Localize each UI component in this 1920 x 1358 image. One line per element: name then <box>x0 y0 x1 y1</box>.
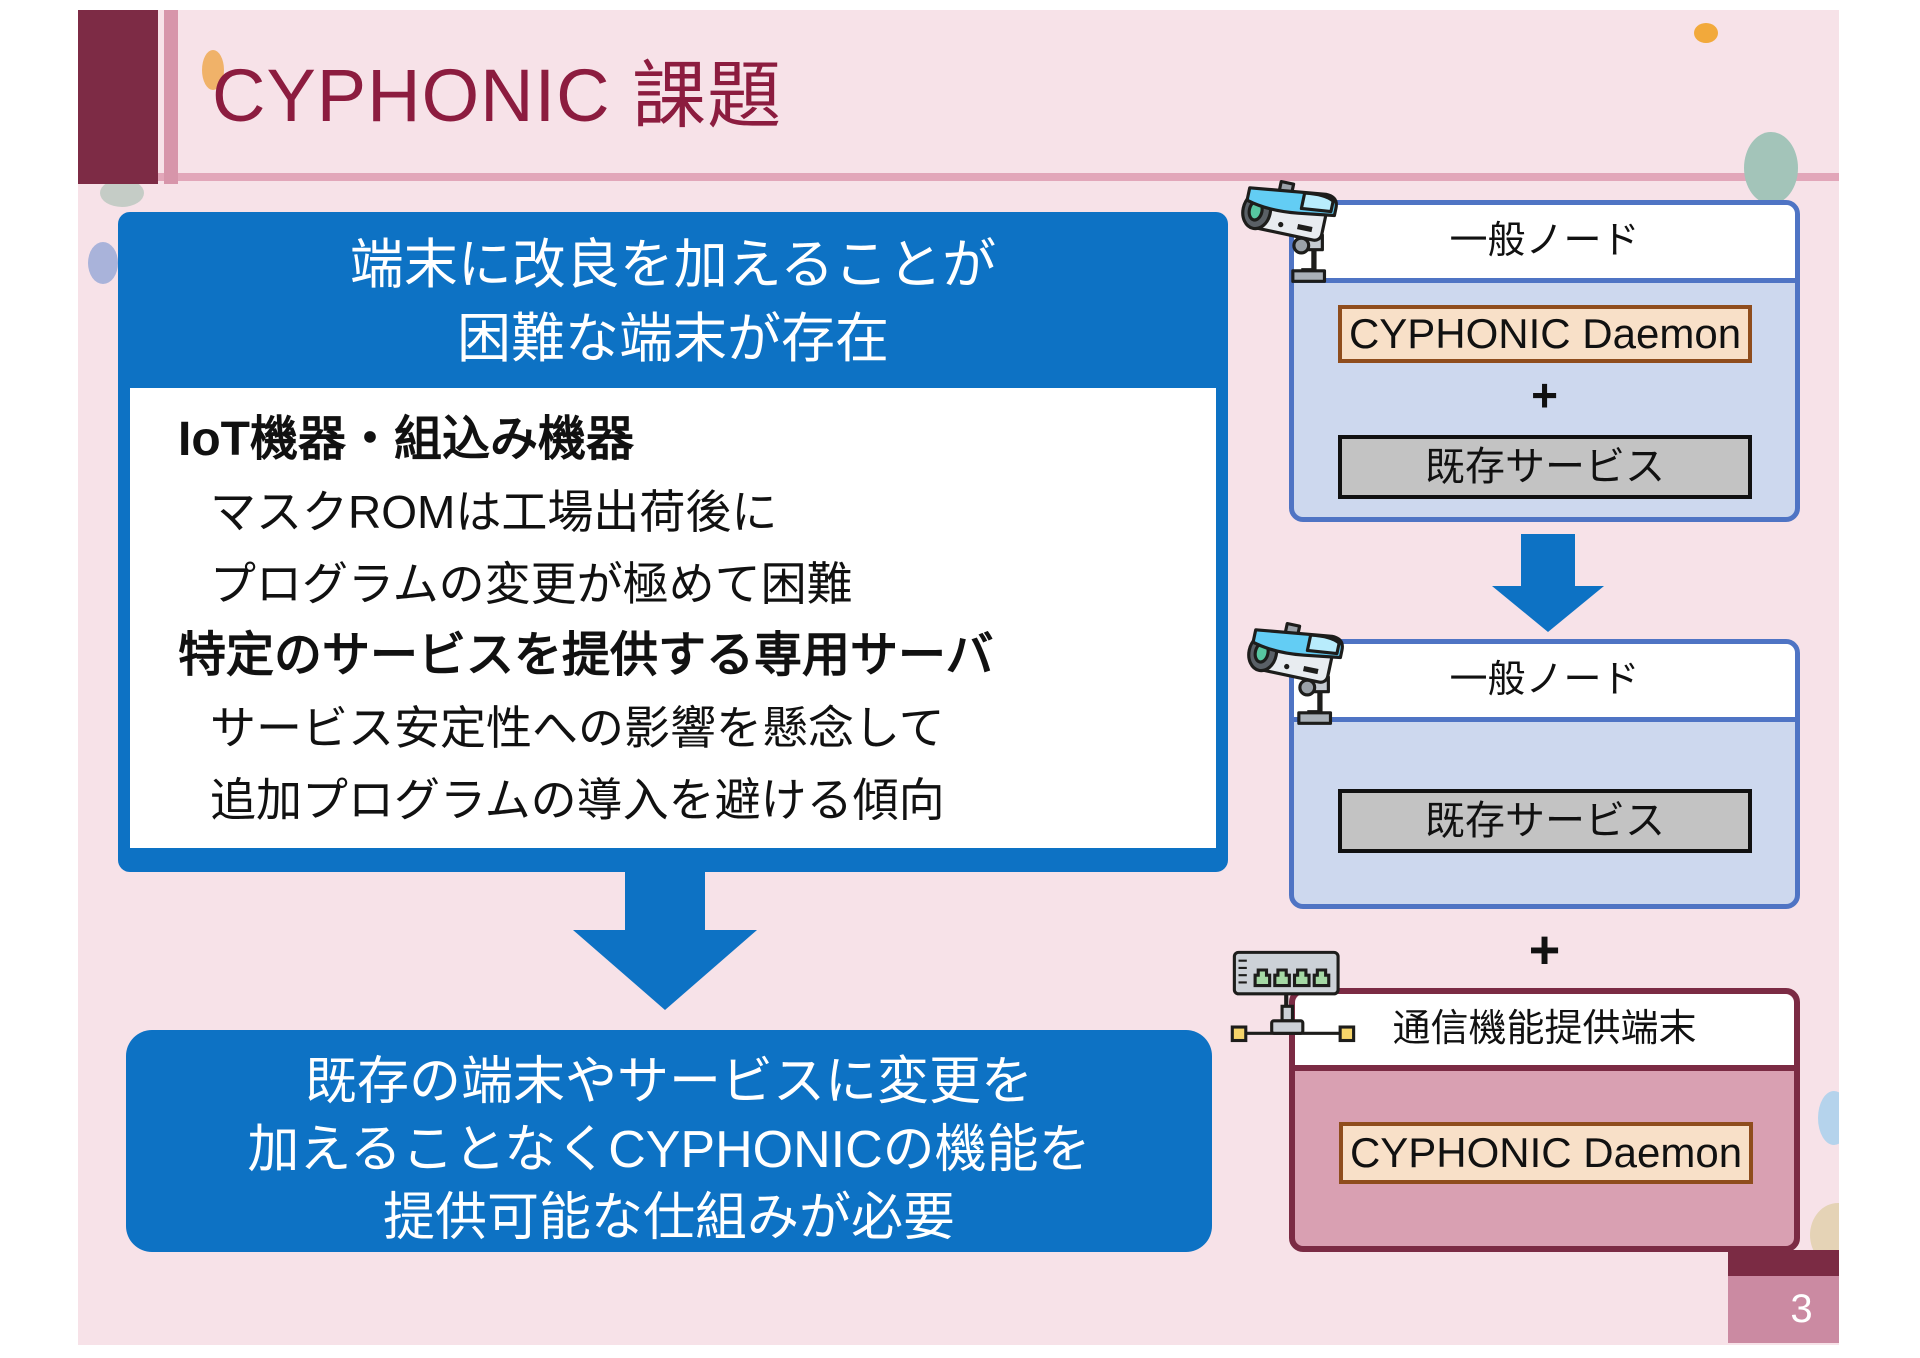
cctv-camera-icon <box>1247 621 1344 725</box>
network-switch-icon <box>1230 950 1356 1043</box>
title-divider-rule <box>78 173 1839 181</box>
decorative-orange-dot-topright <box>1694 23 1718 43</box>
flow-arrow-large-head <box>573 930 757 1010</box>
cyphonic-daemon-box-bottom: CYPHONIC Daemon <box>1339 1122 1753 1184</box>
problem-detail-box: IoT機器・組込み機器 マスクROMは工場出荷後に プログラムの変更が極めて困難… <box>130 388 1216 848</box>
flow-arrow-large-shaft <box>625 866 705 932</box>
title-mauve-bar <box>164 10 178 184</box>
conclusion-panel: 既存の端末やサービスに変更を 加えることなくCYPHONICの機能を 提供可能な… <box>126 1030 1212 1252</box>
conclusion-line1: 既存の端末やサービスに変更を <box>304 1053 1033 1111</box>
existing-service-box-top: 既存サービス <box>1338 435 1752 499</box>
node-general-middle: 一般ノード 既存サービス <box>1289 639 1800 909</box>
page-number-box: 3 <box>1728 1276 1839 1343</box>
problem-panel: 端末に改良を加えることが 困難な端末が存在 IoT機器・組込み機器 マスクROM… <box>118 212 1228 872</box>
title-maroon-block <box>78 10 158 184</box>
page-number: 3 <box>1790 1287 1813 1331</box>
problem-headline: 端末に改良を加えることが 困難な端末が存在 <box>118 228 1228 376</box>
node-general-middle-title: 一般ノード <box>1294 644 1795 722</box>
conclusion-line2: 加えることなくCYPHONICの機能を <box>247 1121 1091 1179</box>
flow-arrow-small-head <box>1492 586 1604 632</box>
decorative-orange-dot-title <box>202 50 224 90</box>
decorative-teal-dot <box>1744 132 1798 204</box>
detail-line-server-1: サービス安定性への影響を懸念して <box>210 702 945 754</box>
detail-line-iot-2: プログラムの変更が極めて困難 <box>210 558 853 610</box>
existing-service-box-middle: 既存サービス <box>1338 789 1752 853</box>
decorative-lightblue-dot-right <box>1818 1091 1839 1145</box>
problem-headline-line2: 困難な端末が存在 <box>457 309 889 369</box>
decorative-lavender-dot <box>88 242 118 284</box>
page-title: CYPHONIC 課題 <box>212 54 783 137</box>
node-general-top-title: 一般ノード <box>1294 205 1795 283</box>
detail-line-server-2: 追加プログラムの導入を避ける傾向 <box>210 774 945 826</box>
plus-icon-node-top: + <box>1531 369 1558 421</box>
node-general-top: 一般ノード CYPHONIC Daemon + 既存サービス <box>1289 200 1800 522</box>
flow-arrow-small-shaft <box>1521 534 1575 588</box>
cctv-camera-icon <box>1241 179 1338 283</box>
conclusion-line3: 提供可能な仕組みが必要 <box>382 1189 955 1247</box>
node-provider-bottom: 通信機能提供端末 CYPHONIC Daemon <box>1289 988 1800 1252</box>
page-number-bar <box>1728 1250 1839 1276</box>
detail-heading-server: 特定のサービスを提供する専用サーバ <box>178 629 994 682</box>
slide: CYPHONIC 課題 端末に改良を加えることが 困難な端末が存在 IoT機器・… <box>78 10 1839 1345</box>
cyphonic-daemon-box-top: CYPHONIC Daemon <box>1338 305 1752 363</box>
detail-heading-iot: IoT機器・組込み機器 <box>178 413 634 466</box>
node-provider-title: 通信機能提供端末 <box>1295 994 1794 1071</box>
problem-headline-line1: 端末に改良を加えることが <box>349 235 997 295</box>
detail-line-iot-1: マスクROMは工場出荷後に <box>210 486 778 538</box>
plus-icon-between-nodes: + <box>1528 920 1561 980</box>
